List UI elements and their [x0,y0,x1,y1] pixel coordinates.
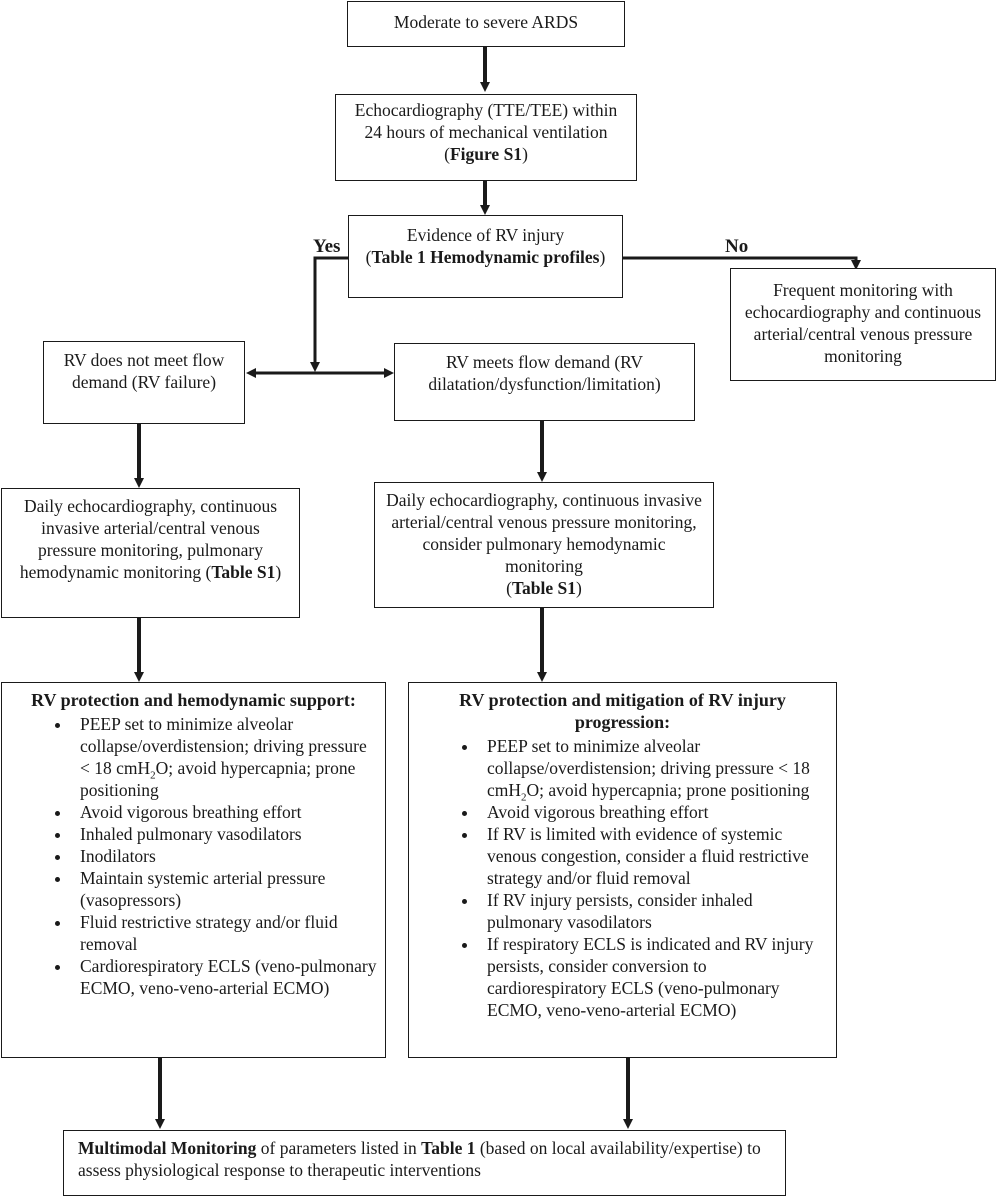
rv-fail-text: RV does not meet flow demand (RV failure… [63,350,225,392]
final-title: Multimodal Monitoring [78,1138,257,1158]
list-item: If respiratory ECLS is indicated and RV … [479,933,828,1021]
list-item: Maintain systemic arterial pressure (vas… [72,867,377,911]
rv-meets-box: RV meets flow demand (RV dilatation/dysf… [394,343,695,421]
final-box: Multimodal Monitoring of parameters list… [63,1130,786,1196]
left-support-title: RV protection and hemodynamic support: [31,690,356,710]
yes-label: Yes [313,236,341,257]
list-item: PEEP set to minimize alveolar collapse/o… [72,713,377,801]
echo-box: Echocardiography (TTE/TEE) within 24 hou… [335,94,637,181]
left-support-box: RV protection and hemodynamic support: P… [1,682,386,1058]
rv-meets-text: RV meets flow demand (RV dilatation/dysf… [428,352,661,394]
evidence-text: Evidence of RV injury [406,225,565,245]
left-monitor-text: Daily echocardiography, continuous invas… [19,496,278,582]
list-item: Fluid restrictive strategy and/or fluid … [72,911,377,955]
evidence-box: Evidence of RV injury (Table 1 Hemodynam… [348,215,623,298]
list-item: Avoid vigorous breathing effort [72,801,377,823]
no-branch-box: Frequent monitoring with echocardiograph… [730,268,996,381]
list-item: Cardiorespiratory ECLS (veno-pulmonary E… [72,955,377,999]
list-item: Avoid vigorous breathing effort [479,801,828,823]
right-support-box: RV protection and mitigation of RV injur… [408,682,837,1058]
right-support-list: PEEP set to minimize alveolar collapse/o… [417,735,828,1021]
rv-fail-box: RV does not meet flow demand (RV failure… [43,341,245,424]
right-monitor-text: Daily echocardiography, continuous invas… [386,490,702,576]
echo-ref: Figure S1 [449,144,523,164]
right-monitor-box: Daily echocardiography, continuous invas… [374,482,714,608]
left-support-list: PEEP set to minimize alveolar collapse/o… [10,713,377,999]
list-item: PEEP set to minimize alveolar collapse/o… [479,735,828,803]
start-box: Moderate to severe ARDS [347,1,625,47]
list-item: Inhaled pulmonary vasodilators [72,823,377,845]
right-support-title: RV protection and mitigation of RV injur… [459,690,786,732]
list-item: If RV is limited with evidence of system… [479,823,828,889]
echo-text: Echocardiography (TTE/TEE) within 24 hou… [354,100,618,142]
final-ref: Table 1 [421,1138,476,1158]
arrow-no-branch [623,256,861,270]
list-item: Inodilators [72,845,377,867]
start-text: Moderate to severe ARDS [393,12,579,32]
evidence-ref: Table 1 Hemodynamic profiles [371,247,600,267]
left-monitor-box: Daily echocardiography, continuous invas… [1,488,300,618]
no-label: No [725,236,749,257]
list-item: If RV injury persists, consider inhaled … [479,889,828,933]
right-monitor-ref: Table S1 [511,578,577,598]
arrow-yes-branch [310,256,348,372]
left-monitor-ref: Table S1 [211,562,276,582]
no-branch-text: Frequent monitoring with echocardiograph… [744,280,982,366]
